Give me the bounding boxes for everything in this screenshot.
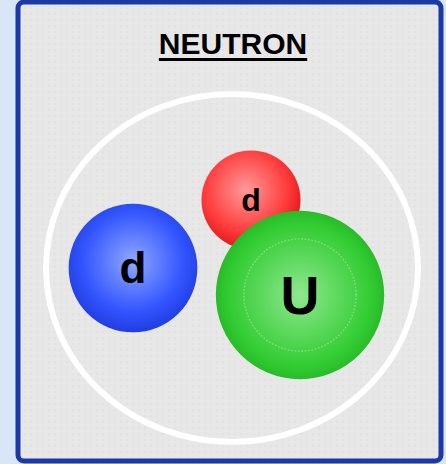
nucleon-outline — [46, 94, 418, 442]
quark-label: U — [281, 268, 320, 322]
panel-frame — [18, 2, 441, 461]
quark-fill — [216, 211, 384, 379]
down-quark-blue: d — [68, 203, 198, 333]
quark-inner-ring — [244, 239, 356, 351]
diagram-title: NEUTRON — [159, 27, 307, 61]
quark-fill — [69, 204, 198, 333]
quark-label: d — [241, 184, 261, 216]
quark-label: d — [120, 246, 147, 290]
up-quark-green: U — [215, 210, 385, 380]
